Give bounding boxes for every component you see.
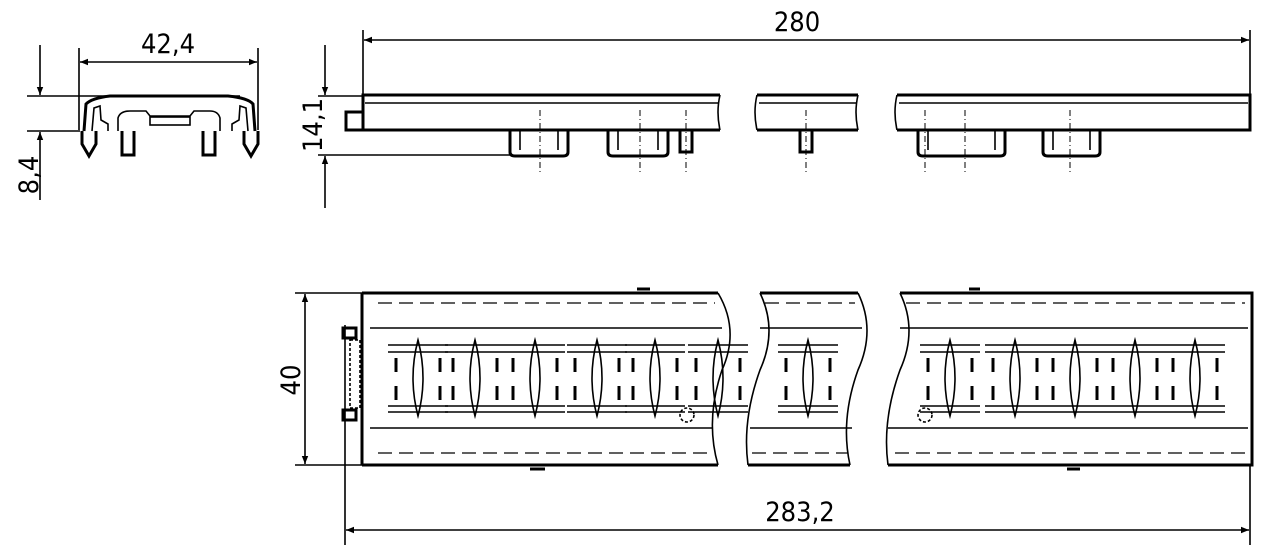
plan-clip-rib [688,344,748,413]
plan-clip-oval [412,336,424,420]
plan-clip-tab [784,358,832,400]
plan-clip-oval [591,336,603,420]
plan-clip-rib [1045,344,1105,413]
plan-clip-rib [1105,344,1165,413]
plan-clip-oval [649,336,661,420]
plan-clip-oval [1069,336,1081,420]
plan-clip-rib [920,344,980,413]
plan-view: 40 283,2 [276,287,1254,545]
plan-clip-oval [944,336,956,420]
plan-clip-tab [511,358,559,400]
dim-label-42-4: 42,4 [141,29,195,60]
plan-clip-oval [1009,336,1021,420]
plan-clip-tab [1171,358,1219,400]
plan-clip-tab [631,358,679,400]
dim-label-40: 40 [276,365,307,396]
plan-clip-tab [1111,358,1159,400]
dim-label-8-4: 8,4 [14,156,45,195]
plan-clip-oval [712,336,724,420]
side-clip-detail [617,130,659,150]
dim-label-280: 280 [774,7,820,38]
side-clip [1041,130,1102,158]
side-clip-detail [519,130,559,150]
plan-clip-rib [625,344,685,413]
plan-clip-rib [567,344,627,413]
plan-clip-tab [394,358,442,400]
plan-clip-tab [451,358,499,400]
plan-clip-tab [991,358,1039,400]
plan-clip-tab [1051,358,1099,400]
end-view: 42,4 8,4 [14,29,260,200]
plan-clip-oval [1189,336,1201,420]
plan-clip-rib [985,344,1045,413]
side-clip-detail [927,130,996,150]
plan-clip-rib [445,344,505,413]
plan-clip-tab [573,358,621,400]
plan-clip-rib [778,344,838,413]
plan-clip-oval [1129,336,1141,420]
dim-label-283-2: 283,2 [765,497,835,528]
plan-clip-oval [529,336,541,420]
plan-clip-rib [1165,344,1225,413]
side-view: 280 14,1 [298,7,1252,208]
dim-label-14-1: 14,1 [298,98,329,152]
side-clip [606,130,670,158]
plan-clip-oval [469,336,481,420]
side-clip [916,130,1007,158]
plan-clip-tab [694,358,742,400]
plan-clip-rib [505,344,565,413]
side-clip-detail [1052,130,1091,150]
plan-clip-tab [926,358,974,400]
plan-clip-oval [802,336,814,420]
side-clip [508,130,570,158]
plan-clip-rib [388,344,448,413]
